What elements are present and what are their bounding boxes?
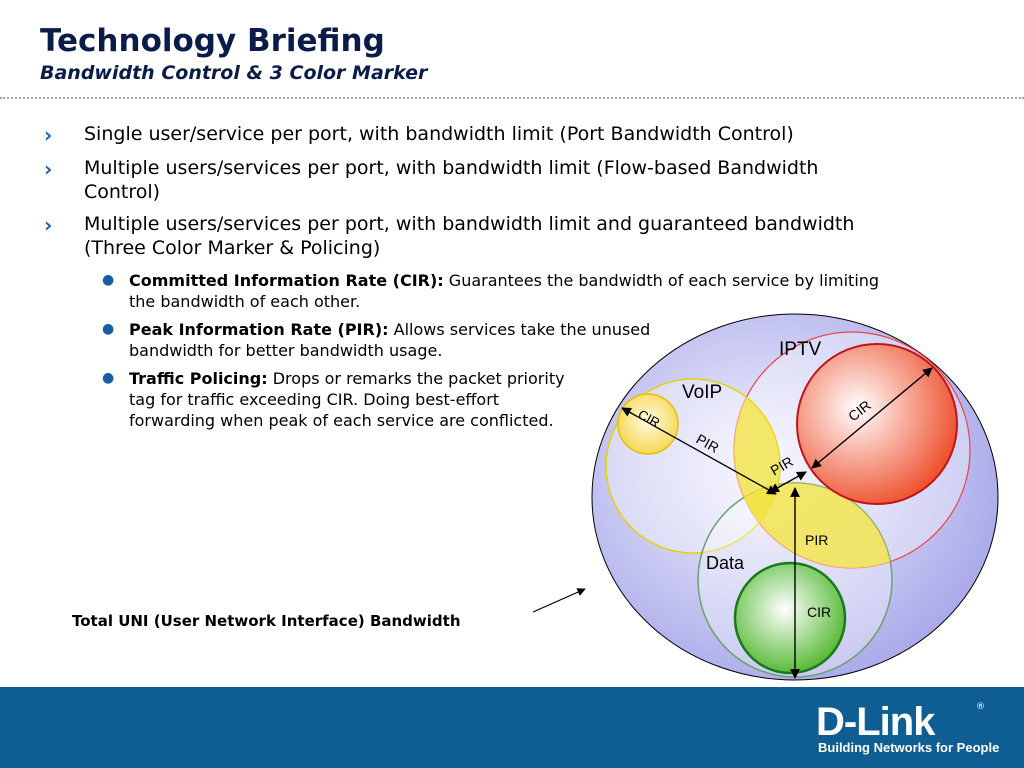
chevron-right-icon: › <box>44 157 53 181</box>
bullet-text: Single user/service per port, with bandw… <box>84 123 794 145</box>
dlink-logo: D-Link ® Building Networks for People <box>816 700 999 760</box>
chevron-right-icon: › <box>44 213 53 237</box>
sub-bullet-desc: Drops or remarks the packet priority tag… <box>129 369 565 430</box>
bullet-item: › Multiple users/services per port, with… <box>44 212 964 260</box>
data-pir-label: PIR <box>805 532 828 548</box>
bullet-dot-icon: ● <box>102 370 115 386</box>
sub-bullet-desc: Guarantees the bandwidth of each service… <box>129 271 880 311</box>
slide-title: Technology Briefing <box>40 23 385 59</box>
sub-bullet-list: ● Committed Information Rate (CIR): Guar… <box>102 270 887 438</box>
logo-tagline: Building Networks for People <box>818 740 1000 755</box>
uni-bandwidth-label: Total UNI (User Network Interface) Bandw… <box>72 612 461 630</box>
uni-pointer-arrow <box>532 588 586 613</box>
data-label: Data <box>706 553 745 573</box>
bullet-dot-icon: ● <box>102 272 115 288</box>
sub-bullet-term: Peak Information Rate (PIR): <box>129 320 389 339</box>
logo-wordmark: D-Link <box>816 700 935 744</box>
main-bullet-list: › Single user/service per port, with ban… <box>44 122 964 268</box>
sub-bullet-item: ● Peak Information Rate (PIR): Allows se… <box>102 319 677 361</box>
bullet-item: › Multiple users/services per port, with… <box>44 156 964 204</box>
bullet-item: › Single user/service per port, with ban… <box>44 122 964 148</box>
title-divider <box>0 97 1024 99</box>
slide-subtitle: Bandwidth Control & 3 Color Marker <box>40 62 428 84</box>
voip-label: VoIP <box>682 382 722 403</box>
registered-mark: ® <box>976 702 985 712</box>
chevron-right-icon: › <box>44 123 53 147</box>
iptv-cir-arrow <box>811 367 933 469</box>
footer-bar <box>0 687 1024 768</box>
data-cir-circle <box>733 561 847 675</box>
sub-bullet-item: ● Traffic Policing: Drops or remarks the… <box>102 368 582 431</box>
bullet-text: Multiple users/services per port, with b… <box>84 157 819 203</box>
iptv-label: IPTV <box>779 339 822 360</box>
sub-bullet-term: Traffic Policing: <box>129 369 268 388</box>
sub-bullet-desc: Allows services take the unused bandwidt… <box>129 320 651 360</box>
data-cir-label: CIR <box>807 604 831 620</box>
voip-pir-arrow <box>621 407 777 495</box>
bullet-text: Multiple users/services per port, with b… <box>84 213 855 259</box>
sub-bullet-term: Committed Information Rate (CIR): <box>129 271 444 290</box>
iptv-cir-circle <box>796 343 958 505</box>
bullet-dot-icon: ● <box>102 321 115 337</box>
sub-bullet-item: ● Committed Information Rate (CIR): Guar… <box>102 270 887 312</box>
